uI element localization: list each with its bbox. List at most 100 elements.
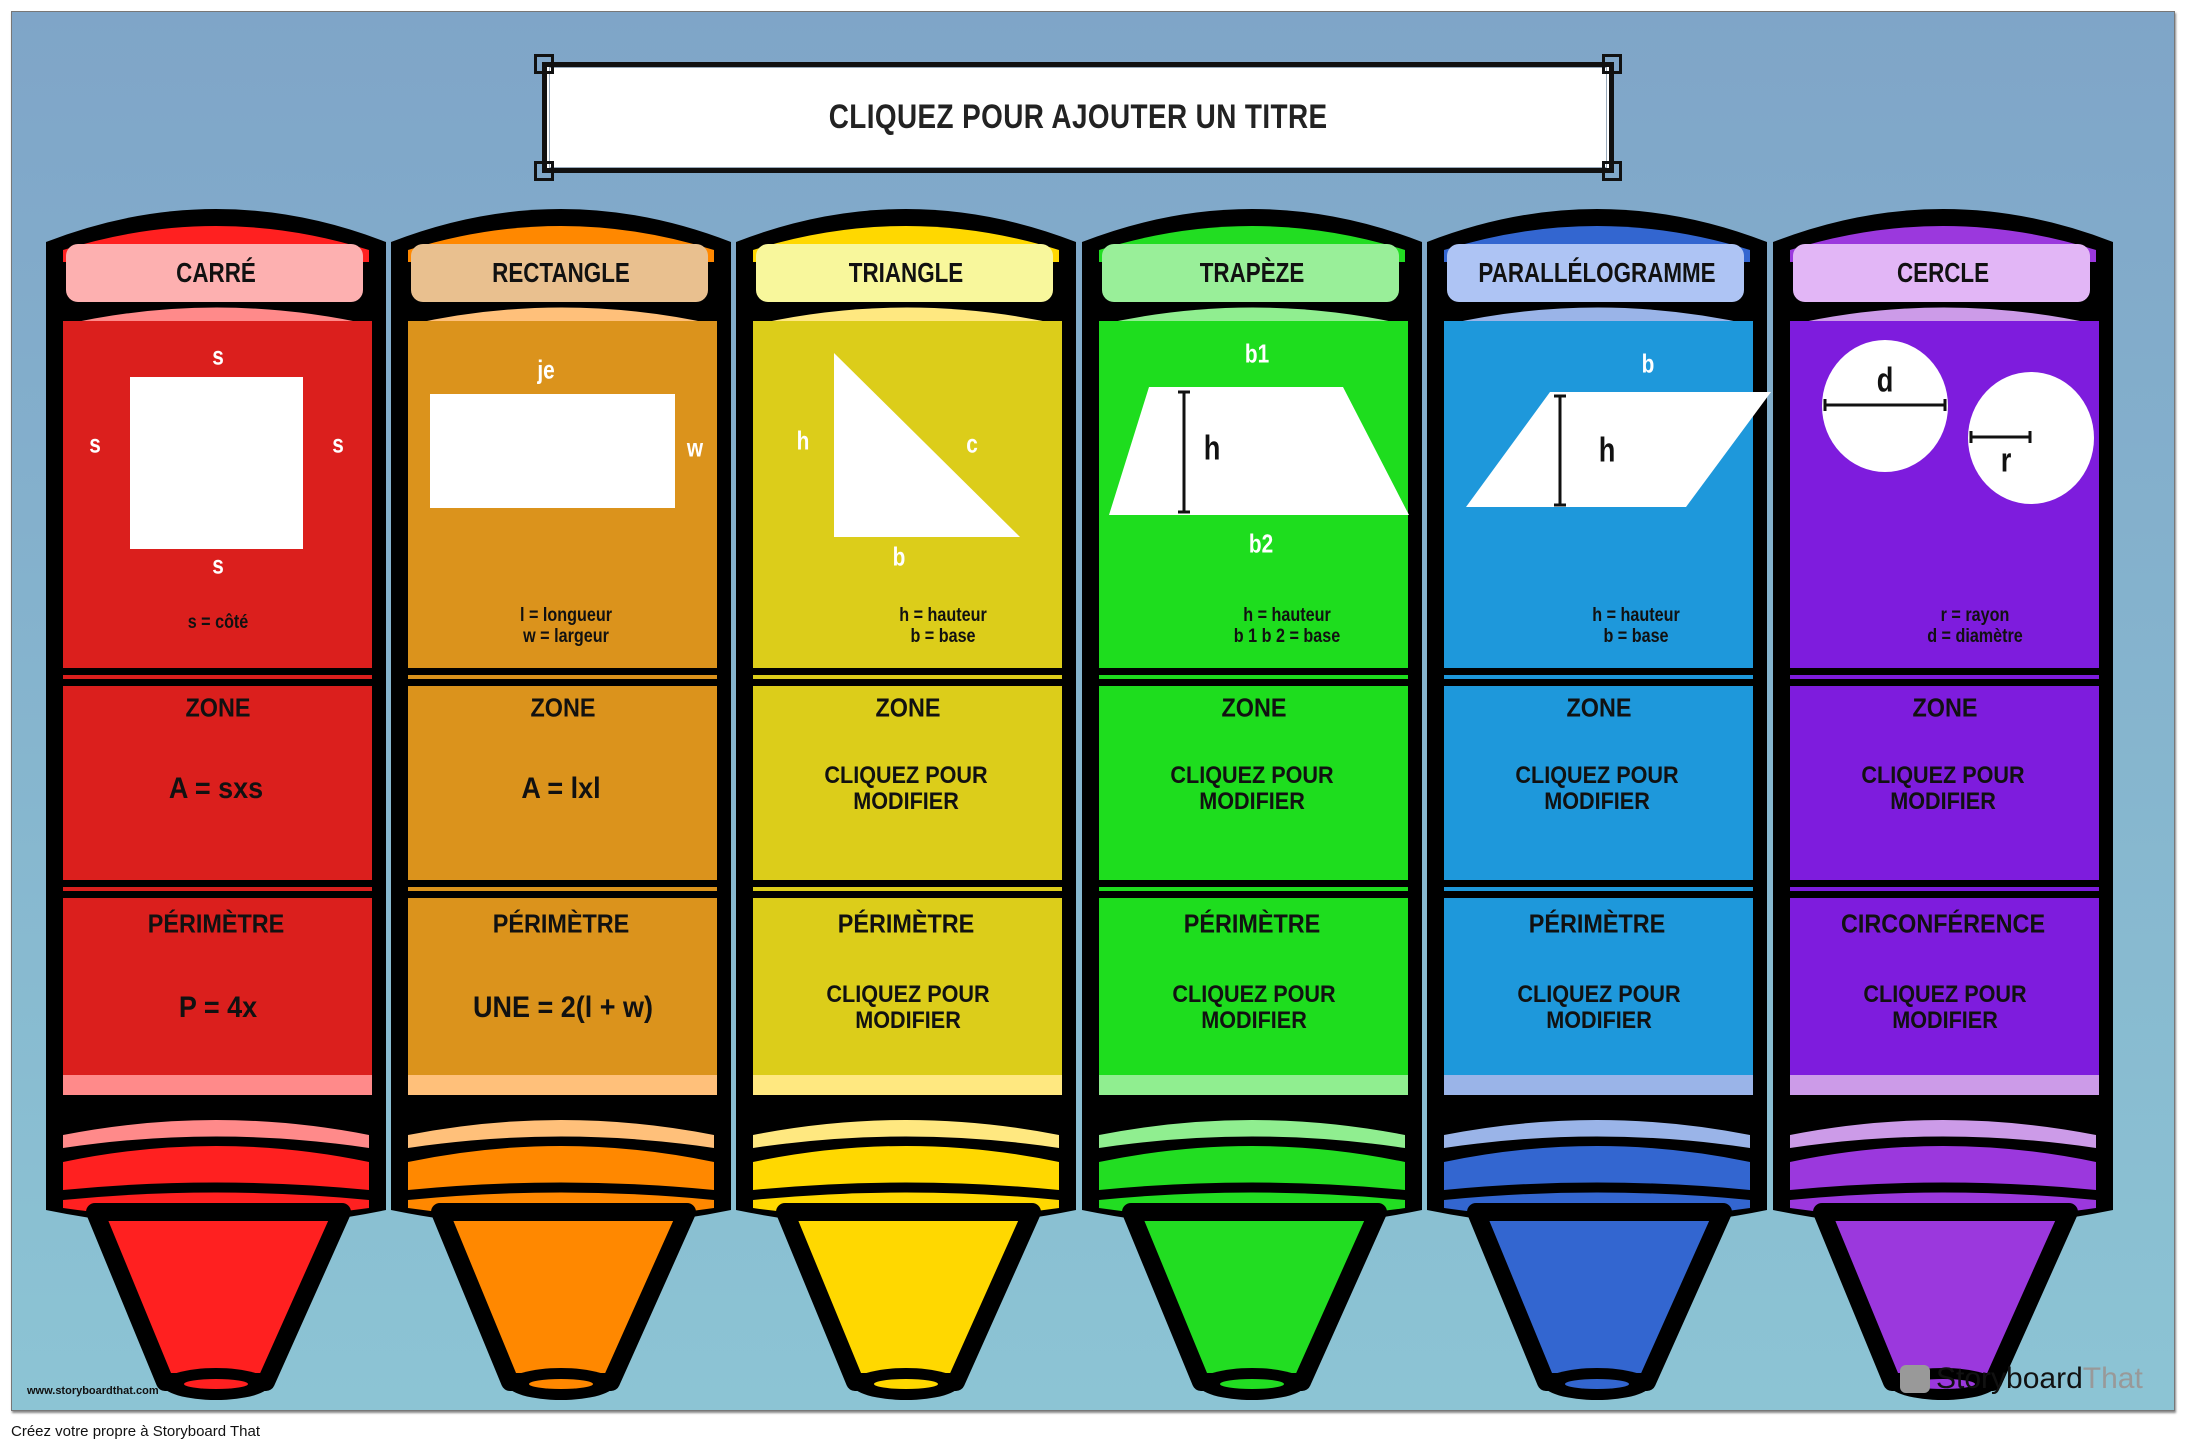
resize-handle-bottom-right[interactable] (1602, 161, 1622, 181)
triangle-shape (834, 353, 1020, 537)
legend-line: s = côté (187, 612, 249, 633)
title-inner[interactable]: CLIQUEZ POUR AJOUTER UN TITRE (549, 67, 1607, 168)
zone-formula[interactable]: CLIQUEZ POUR MODIFIER (1861, 762, 2025, 815)
zone-formula[interactable]: A = sxs (168, 772, 264, 805)
shape-dimension-label: b (892, 541, 906, 572)
resize-handle-top-right[interactable] (1602, 54, 1622, 74)
column-label[interactable]: TRAPÈZE (1199, 257, 1305, 288)
zone-title: ZONE (875, 692, 941, 723)
label-box (1793, 244, 2090, 302)
shape-dimension-label: s (89, 428, 101, 459)
speech-bubble-icon (1900, 1365, 1930, 1393)
logo-text-1: Storyboard (1936, 1362, 2083, 1395)
title-box[interactable]: CLIQUEZ POUR AJOUTER UN TITRE (534, 54, 1622, 181)
shape-dimension-label: b2 (1248, 528, 1274, 559)
zone-formula[interactable]: CLIQUEZ POUR MODIFIER (1515, 762, 1679, 815)
label-box (411, 244, 708, 302)
perimeter-formula[interactable]: CLIQUEZ POUR MODIFIER (826, 981, 990, 1034)
column-label[interactable]: RECTANGLE (492, 257, 630, 288)
radius-line (1969, 431, 2032, 443)
legend-line: b = base (1603, 626, 1669, 647)
zone-title: ZONE (1566, 692, 1632, 723)
zone-formula[interactable]: A = lxl (521, 772, 601, 805)
legend-line: b = base (910, 626, 976, 647)
perimeter-title: CIRCONFÉRENCE (1840, 908, 2046, 939)
perimeter-title: PÉRIMÈTRE (492, 908, 630, 939)
zone-formula[interactable]: CLIQUEZ POUR MODIFIER (1170, 762, 1334, 815)
legend-line: h = hauteur (1592, 605, 1680, 626)
crayon-tip (1122, 1203, 1387, 1391)
legend-line: w = largeur (523, 626, 609, 647)
shape-dimension-label: w (686, 432, 704, 463)
shape-dimension-label: s (212, 549, 224, 580)
label-box (756, 244, 1053, 302)
perimeter-formula[interactable]: P = 4x (178, 991, 258, 1024)
legend-line: b 1 b 2 = base (1233, 626, 1341, 647)
perimeter-formula[interactable]: CLIQUEZ POUR MODIFIER (1172, 981, 1336, 1034)
resize-handle-top-left[interactable] (534, 54, 554, 74)
variable-legend: s = côté (188, 612, 249, 633)
label-box (1447, 244, 1744, 302)
shape-dimension-label: r (2000, 441, 2012, 480)
shape-dimension-label: d (1876, 361, 1894, 400)
shape-dimension-label: h (1598, 431, 1616, 470)
perimeter-title: PÉRIMÈTRE (1183, 908, 1321, 939)
crayon-body (1427, 209, 1771, 1400)
storyboardthat-logo: StoryboardThat (1900, 1362, 2143, 1396)
legend-line: h = hauteur (1243, 605, 1331, 626)
shape-dimension-label: je (537, 354, 555, 385)
crayon-tip (86, 1203, 351, 1391)
crayon-body (391, 209, 731, 1400)
zone-title: ZONE (530, 692, 596, 723)
crayon-tip (1813, 1203, 2078, 1391)
site-url: www.storyboardthat.com (27, 1385, 159, 1397)
column-label[interactable]: TRIANGLE (848, 257, 964, 288)
resize-handle-bottom-left[interactable] (534, 161, 554, 181)
crayon-body (1773, 209, 2113, 1400)
shape-dimension-label: s (332, 428, 344, 459)
crayon-body (46, 209, 386, 1400)
perimeter-formula[interactable]: CLIQUEZ POUR MODIFIER (1863, 981, 2027, 1034)
crayon-body (1082, 209, 1422, 1400)
zone-title: ZONE (1912, 692, 1978, 723)
crayon-body (736, 209, 1076, 1400)
column-label[interactable]: PARALLÉLOGRAMME (1478, 257, 1716, 288)
shape-dimension-label: b1 (1244, 338, 1270, 369)
crayon-tip (1467, 1203, 1732, 1391)
legend-line: d = diamètre (1927, 626, 2023, 647)
legend-line: r = rayon (1940, 605, 2010, 626)
perimeter-formula[interactable]: CLIQUEZ POUR MODIFIER (1517, 981, 1681, 1034)
legend-line: l = longueur (520, 605, 612, 626)
parallelogram-shape (1466, 392, 1771, 507)
logo-text-2: That (2082, 1362, 2143, 1395)
rectangle-shape (430, 394, 675, 508)
zone-title: ZONE (185, 692, 251, 723)
shape-dimension-label: b (1641, 348, 1655, 379)
poster-title[interactable]: CLIQUEZ POUR AJOUTER UN TITRE (828, 98, 1328, 136)
height-marker (1178, 390, 1190, 514)
perimeter-title: PÉRIMÈTRE (837, 908, 975, 939)
footer-text[interactable]: Créez votre propre à Storyboard That (11, 1423, 261, 1440)
shape-dimension-label: h (796, 425, 810, 456)
perimeter-formula[interactable]: UNE = 2(l + w) (472, 991, 654, 1024)
crayon-tip (776, 1203, 1041, 1391)
column-label[interactable]: CARRÉ (176, 257, 256, 288)
diameter-line (1823, 399, 1947, 411)
shape-dimension-label: s (212, 340, 224, 371)
column-label[interactable]: CERCLE (1896, 257, 1990, 288)
legend-line: h = hauteur (899, 605, 987, 626)
perimeter-title: PÉRIMÈTRE (147, 908, 285, 939)
square-shape (130, 377, 303, 549)
zone-formula[interactable]: CLIQUEZ POUR MODIFIER (824, 762, 988, 815)
